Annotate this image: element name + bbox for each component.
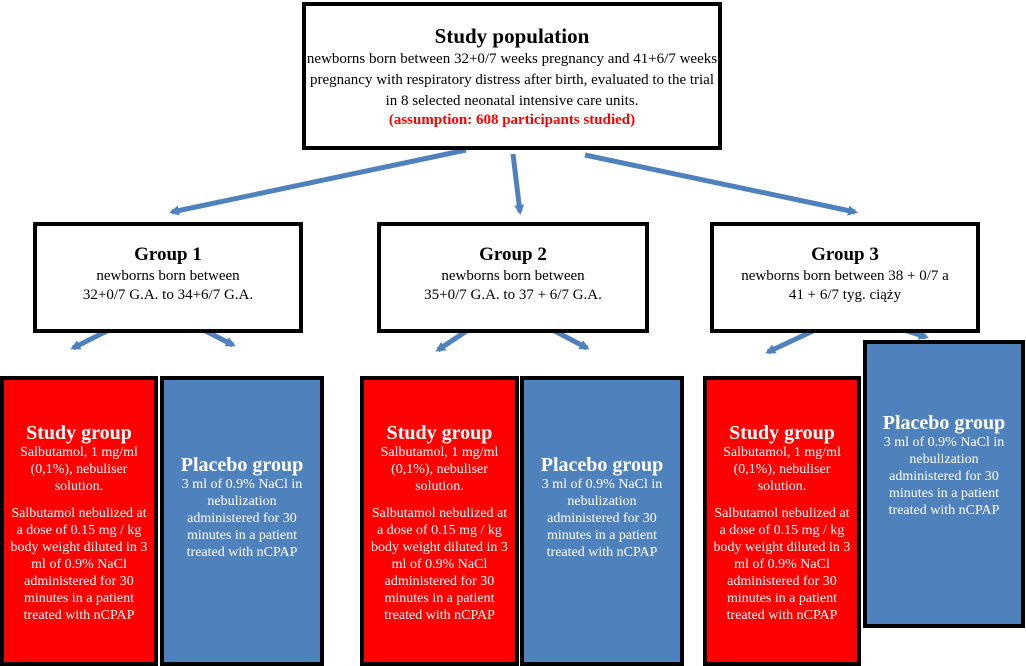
group-2-placebo-arm: Placebo group 3 ml of 0.9% NaCl in nebul… bbox=[520, 376, 684, 666]
placebo-arm-title: Placebo group bbox=[540, 454, 664, 476]
group-3-title: Group 3 bbox=[811, 244, 879, 265]
group-3-box: Group 3 newborns born between 38 + 0/7 a… bbox=[710, 222, 980, 333]
study-population-title: Study population bbox=[434, 24, 590, 48]
assumption-note: (assumption: 608 participants studied) bbox=[388, 112, 636, 128]
group-2-line-1: newborns born between bbox=[441, 268, 585, 284]
study-arm-dosing: Salbutamol nebulized at a dose of 0.15 m… bbox=[713, 506, 851, 623]
group-3-study-arm: Study group Salbutamol, 1 mg/ml (0,1%), … bbox=[703, 376, 861, 666]
group-1-line-2: 32+0/7 G.A. to 34+6/7 G.A. bbox=[82, 287, 254, 303]
study-arm-dosing: Salbutamol nebulized at a dose of 0.15 m… bbox=[371, 506, 508, 623]
group-1-study-arm: Study group Salbutamol, 1 mg/ml (0,1%), … bbox=[0, 376, 158, 666]
group-2-title: Group 2 bbox=[479, 244, 547, 265]
study-arm-title: Study group bbox=[386, 422, 493, 444]
group-1-title: Group 1 bbox=[134, 244, 202, 265]
study-arm-drug: Salbutamol, 1 mg/ml (0,1%), nebuliser so… bbox=[723, 445, 841, 494]
placebo-arm-title: Placebo group bbox=[180, 454, 304, 476]
study-population-line-1: newborns born between 32+0/7 weeks pregn… bbox=[306, 51, 718, 67]
study-arm-title: Study group bbox=[729, 422, 835, 444]
study-population-line-2: pregnancy with respiratory distress afte… bbox=[309, 72, 715, 88]
group-1-placebo-arm: Placebo group 3 ml of 0.9% NaCl in nebul… bbox=[160, 376, 324, 666]
group-3-placebo-arm: Placebo group 3 ml of 0.9% NaCl in nebul… bbox=[863, 340, 1025, 628]
study-population-box: Study population newborns born between 3… bbox=[302, 2, 722, 150]
arrow-to-group-3 bbox=[584, 152, 858, 216]
arrow-to-group-1 bbox=[169, 147, 467, 216]
study-arm-drug: Salbutamol, 1 mg/ml (0,1%), nebuliser so… bbox=[380, 445, 499, 494]
group-1-line-1: newborns born between bbox=[96, 268, 240, 284]
study-arm-drug: Salbutamol, 1 mg/ml (0,1%), nebuliser so… bbox=[20, 445, 138, 494]
study-arm-dosing: Salbutamol nebulized at a dose of 0.15 m… bbox=[10, 506, 148, 623]
group-2-line-2: 35+0/7 G.A. to 37 + 6/7 G.A. bbox=[424, 287, 602, 303]
placebo-arm-text: 3 ml of 0.9% NaCl in nebulization admini… bbox=[181, 477, 303, 560]
group-2-study-arm: Study group Salbutamol, 1 mg/ml (0,1%), … bbox=[360, 376, 519, 666]
placebo-arm-title: Placebo group bbox=[882, 412, 1006, 434]
arrow-to-group-2 bbox=[510, 153, 525, 215]
group-3-line-2: 41 + 6/7 tyg. ciąży bbox=[788, 287, 902, 303]
placebo-arm-text: 3 ml of 0.9% NaCl in nebulization admini… bbox=[541, 477, 663, 560]
group-1-box: Group 1 newborns born between 32+0/7 G.A… bbox=[33, 222, 303, 333]
arrow-g3-study bbox=[765, 327, 817, 355]
placebo-arm-text: 3 ml of 0.9% NaCl in nebulization admini… bbox=[883, 435, 1005, 518]
study-arm-title: Study group bbox=[26, 422, 132, 444]
group-2-box: Group 2 newborns born between 35+0/7 G.A… bbox=[377, 222, 649, 333]
study-population-line-3: in 8 selected neonatal intensive care un… bbox=[385, 93, 639, 109]
group-3-line-1: newborns born between 38 + 0/7 a bbox=[741, 268, 949, 284]
